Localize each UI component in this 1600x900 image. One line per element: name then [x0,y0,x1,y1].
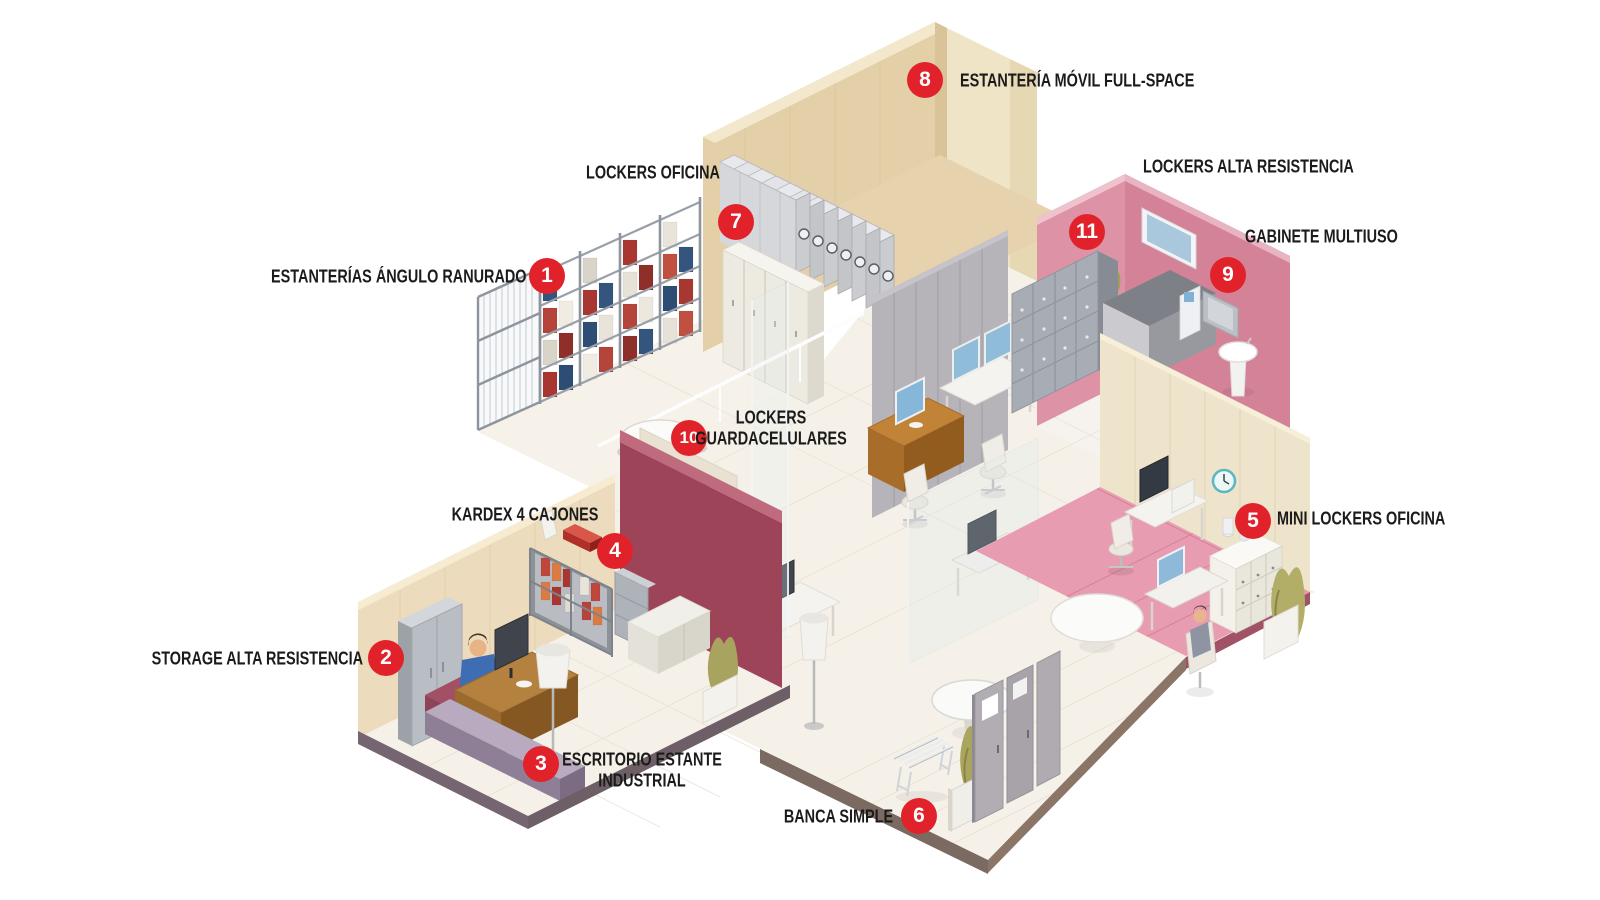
callout-10-number: 10 [671,420,707,456]
callout-6-label: BANCA SIMPLE [783,805,893,827]
mesh-fence [476,267,542,432]
oval-table [1050,593,1144,643]
entrance-area [760,612,1186,874]
sink [1218,337,1258,397]
callout-5-number: 5 [1235,503,1271,539]
reception-room [358,430,790,829]
callout-5-label: MINI LOCKERS OFICINA [1277,507,1446,529]
callout-2-label: STORAGE ALTA RESISTENCIA [151,647,363,669]
callout-2-number: 2 [368,640,404,676]
callout-6-number: 6 [901,798,937,834]
chair [1108,513,1134,576]
desk2 [1143,545,1230,630]
callout-9-number: 9 [1210,257,1246,293]
floor-lamp-icon [799,612,829,730]
callout-4-label: KARDEX 4 CAJONES [451,503,599,525]
desk-lower-right [1123,455,1210,552]
callout-11-number: 11 [1069,214,1105,250]
mobile-shelving-full-space [719,154,1075,316]
callout-10-label: LOCKERS GUARDACELULARES [695,406,847,448]
entrance-doors [972,650,1061,823]
callout-4-number: 4 [597,533,633,569]
photo-frame [539,509,558,541]
person-sitting [1185,605,1217,697]
office-chairs [901,433,1007,529]
callout-7-label: LOCKERS OFICINA [586,161,720,183]
kardex-shelf [529,509,613,657]
credenza [626,595,712,674]
callout-7-number: 7 [718,204,754,240]
callout-8-number: 8 [907,62,943,98]
callout-11-label: LOCKERS ALTA RESISTENCIA [1143,155,1354,177]
callout-3-number: 3 [523,746,559,782]
plant-icon [702,636,738,724]
callout-1-label: ESTANTERÍAS ÁNGULO RANURADO [271,265,527,287]
wall-clock-icon [1211,468,1237,494]
simple-bench [893,735,954,803]
office-lockers [722,241,825,405]
callout-9-label: GABINETE MULTIUSO [1245,225,1398,247]
callout-1-number: 1 [529,258,565,294]
callout-8-label: ESTANTERÍA MÓVIL FULL-SPACE [960,69,1195,91]
callout-3-label: ESCRITORIO ESTANTE INDUSTRIAL [562,748,722,790]
slotted-angle-shelving [538,197,702,404]
plant-icon [1263,567,1305,660]
